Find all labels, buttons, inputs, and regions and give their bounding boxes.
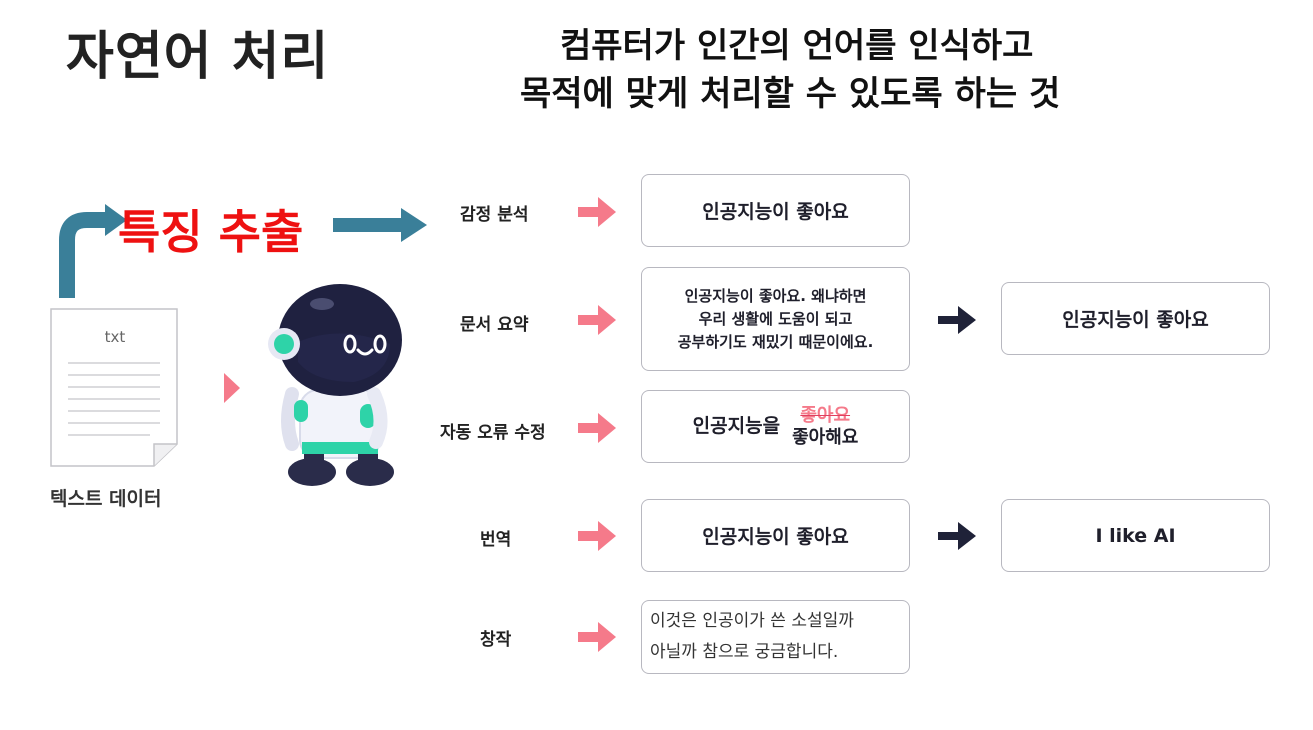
document-caption: 텍스트 데이터 (50, 488, 162, 510)
file-type-label: txt (104, 328, 126, 346)
pink-arrow-icon (578, 521, 616, 551)
summary-output-box: 인공지능이 좋아요 (1001, 282, 1270, 355)
correction-box: 인공지능을 좋아요 좋아해요 (641, 390, 910, 463)
up-right-arrow-icon (59, 204, 127, 298)
translation-output-box: I like AI (1001, 499, 1270, 572)
correction-prefix-text: 인공지능을 (692, 415, 781, 437)
summary-input-line: 공부하기도 재밌기 때문이에요. (677, 332, 874, 351)
summary-input-box: 인공지능이 좋아요. 왜냐하면 우리 생활에 도움이 되고 공부하기도 재밌기 … (641, 267, 910, 371)
translation-input-box: 인공지능이 좋아요 (641, 499, 910, 572)
definition-line-2: 목적에 맞게 처리할 수 있도록 하는 것 (520, 74, 1061, 114)
translation-input-text: 인공지능이 좋아요 (702, 526, 849, 548)
sentiment-input-box: 인공지능이 좋아요 (641, 174, 910, 247)
play-triangle-icon (224, 373, 240, 403)
creation-line: 이것은 인공이가 쓴 소설일까 (650, 611, 854, 631)
summary-output-text: 인공지능이 좋아요 (1062, 309, 1209, 331)
task-label-correction: 자동 오류 수정 (440, 423, 546, 443)
pink-arrow-icon (578, 305, 616, 335)
page-title: 자연어 처리 (66, 27, 330, 87)
correction-fixed-text: 좋아해요 (792, 426, 859, 448)
right-arrow-icon (333, 208, 427, 242)
task-label-creation: 창작 (480, 630, 512, 650)
task-label-sentiment: 감정 분석 (460, 205, 529, 225)
pink-arrow-icon (578, 622, 616, 652)
dark-arrow-icon (938, 306, 976, 334)
sentiment-input-text: 인공지능이 좋아요 (702, 201, 849, 223)
pink-arrow-icon (578, 197, 616, 227)
feature-extraction-label: 특징 추출 (118, 205, 304, 259)
text-document-icon (50, 308, 178, 467)
robot-icon (268, 284, 402, 486)
dark-arrow-icon (938, 522, 976, 550)
summary-input-line: 우리 생활에 도움이 되고 (698, 309, 853, 328)
pink-arrow-icon (578, 413, 616, 443)
definition-line-1: 컴퓨터가 인간의 언어를 인식하고 (560, 26, 1034, 66)
creation-box: 이것은 인공이가 쓴 소설일까 아닐까 참으로 궁금합니다. (641, 600, 910, 674)
task-label-summary: 문서 요약 (460, 315, 529, 335)
summary-input-line: 인공지능이 좋아요. 왜냐하면 (684, 286, 867, 305)
correction-wrong-text: 좋아요 (800, 404, 851, 426)
task-label-translation: 번역 (480, 530, 512, 550)
creation-line: 아닐까 참으로 궁금합니다. (650, 642, 839, 662)
translation-output-text: I like AI (1095, 524, 1176, 547)
